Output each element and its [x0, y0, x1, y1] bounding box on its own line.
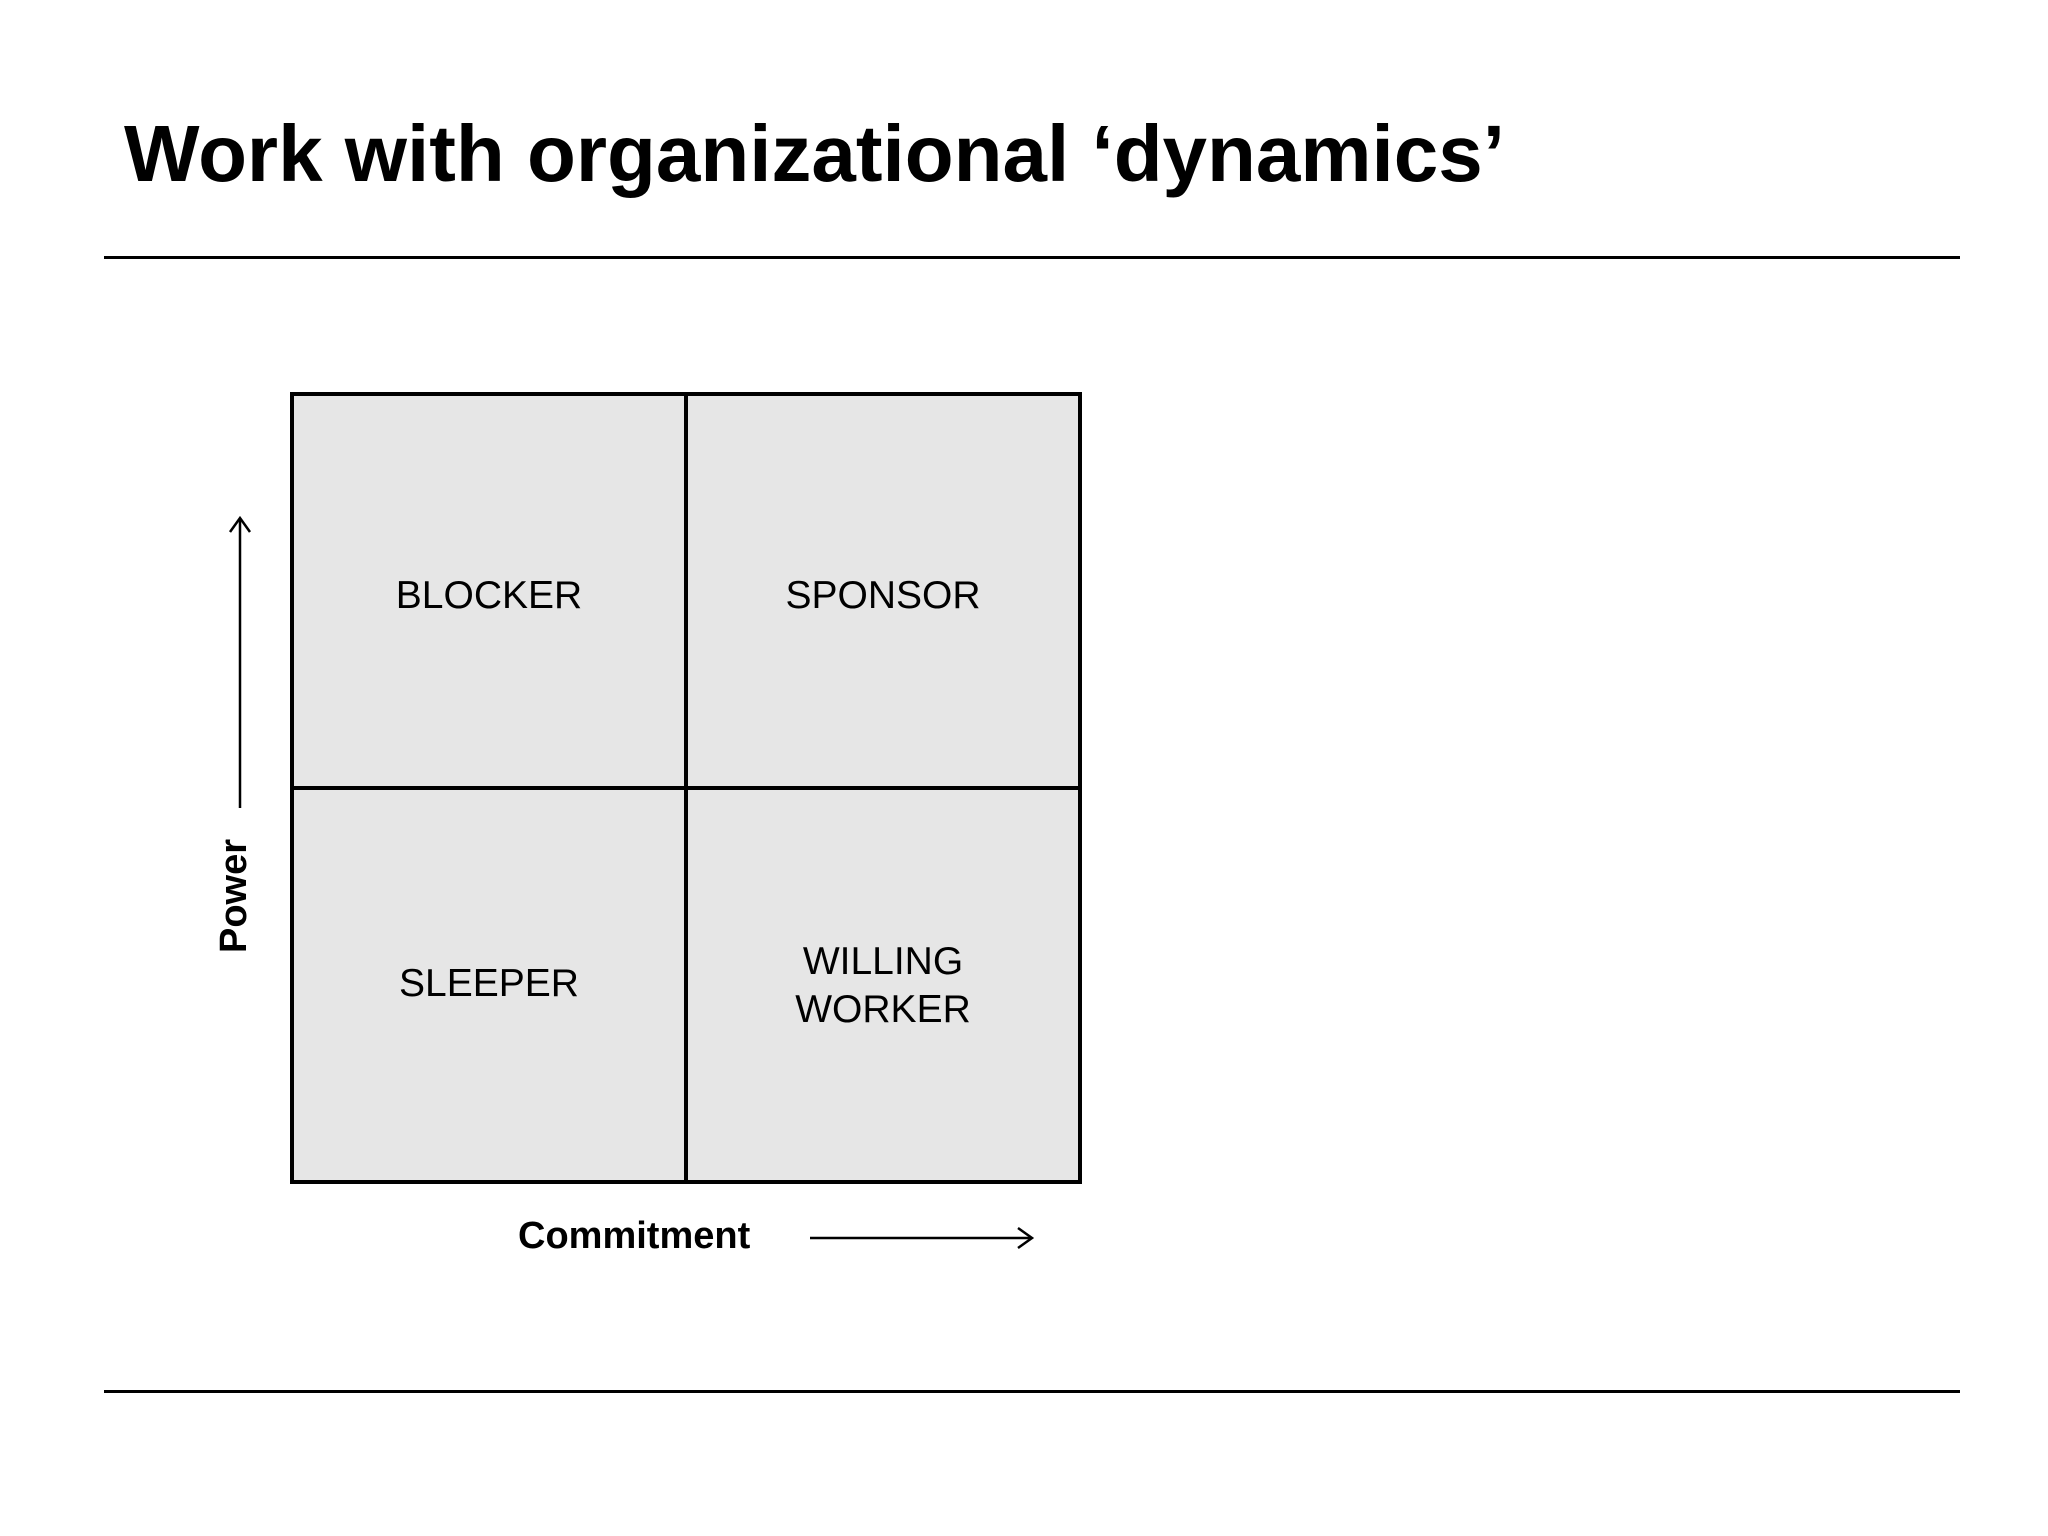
quadrant-top-left: BLOCKER	[294, 396, 684, 786]
quadrant-label-sleeper: SLEEPER	[399, 962, 579, 1005]
quadrant-label-willing-worker: WILLING WORKER	[795, 938, 971, 1034]
quadrant-label-sponsor: SPONSOR	[785, 574, 981, 617]
x-axis-label: Commitment	[518, 1215, 751, 1257]
quadrant-label-line-1: WILLING	[802, 940, 964, 983]
top-divider	[104, 256, 1960, 259]
power-commitment-matrix: BLOCKER SPONSOR SLEEPER WILLING WORKER	[290, 392, 1082, 1184]
y-axis-label: Power	[213, 838, 255, 954]
quadrant-label-line-2: WORKER	[795, 988, 971, 1031]
quadrant-bottom-right: WILLING WORKER	[688, 790, 1078, 1180]
bottom-divider	[104, 1390, 1960, 1393]
slide-title: Work with organizational ‘dynamics’	[124, 109, 1505, 198]
y-axis-arrow-icon	[228, 515, 252, 808]
quadrant-top-right: SPONSOR	[688, 396, 1078, 786]
quadrant-bottom-left: SLEEPER	[294, 790, 684, 1180]
quadrant-label-blocker: BLOCKER	[395, 574, 583, 617]
x-axis-arrow-icon	[810, 1226, 1035, 1250]
